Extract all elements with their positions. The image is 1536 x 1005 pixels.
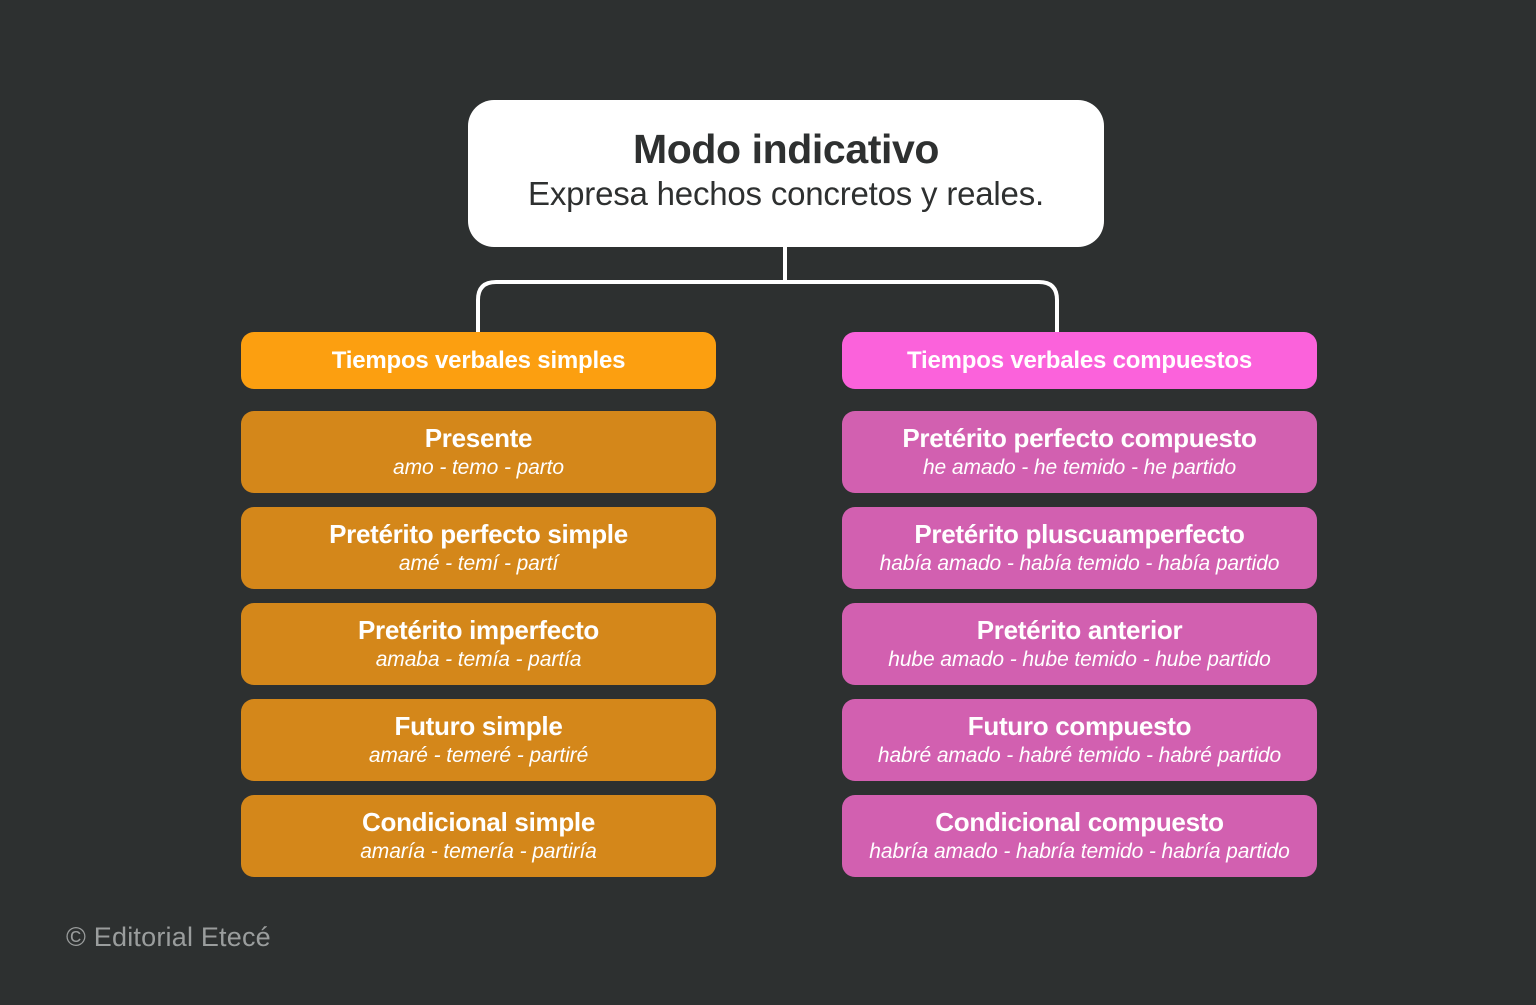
- branch-header-compuestos[interactable]: Tiempos verbales compuestos: [842, 332, 1317, 389]
- branch-header-compuestos-label: Tiempos verbales compuestos: [907, 346, 1252, 374]
- tense-card[interactable]: Pretérito perfecto simple amé - temí - p…: [241, 507, 716, 589]
- root-card-modo-indicativo: Modo indicativo Expresa hechos concretos…: [468, 100, 1104, 247]
- tense-name: Pretérito imperfecto: [357, 615, 600, 646]
- tense-examples: hube amado - hube temido - hube partido: [888, 647, 1271, 671]
- tense-examples: amé - temí - partí: [398, 551, 559, 575]
- tense-card[interactable]: Pretérito perfecto compuesto he amado - …: [842, 411, 1317, 493]
- tense-examples: amaba - temía - partía: [375, 647, 582, 671]
- tense-name: Pretérito anterior: [976, 615, 1183, 646]
- root-subtitle: Expresa hechos concretos y reales.: [528, 174, 1044, 212]
- connector-branch-bar: [476, 280, 1059, 333]
- tense-card[interactable]: Condicional compuesto habría amado - hab…: [842, 795, 1317, 877]
- tense-card[interactable]: Pretérito pluscuamperfecto había amado -…: [842, 507, 1317, 589]
- tense-examples: amo - temo - parto: [393, 455, 564, 479]
- editorial-credit: © Editorial Etecé: [66, 922, 271, 952]
- tense-examples: amaré - temeré - partiré: [368, 743, 589, 767]
- tense-name: Condicional simple: [362, 807, 595, 838]
- tense-examples: he amado - he temido - he partido: [922, 455, 1237, 479]
- tense-card[interactable]: Futuro compuesto habré amado - habré tem…: [842, 699, 1317, 781]
- branch-header-simples-label: Tiempos verbales simples: [331, 346, 626, 374]
- branch-column-compuestos: Tiempos verbales compuestos Pretérito pe…: [842, 332, 1317, 877]
- tense-examples: habré amado - habré temido - habré parti…: [877, 743, 1282, 767]
- tense-list-simples: Presente amo - temo - parto Pretérito pe…: [241, 411, 716, 877]
- tense-examples: amaría - temería - partiría: [360, 839, 597, 863]
- tense-name: Pretérito pluscuamperfecto: [914, 519, 1245, 550]
- tense-card[interactable]: Pretérito anterior hube amado - hube tem…: [842, 603, 1317, 685]
- root-title: Modo indicativo: [632, 126, 940, 173]
- tense-name: Futuro compuesto: [967, 711, 1192, 742]
- tense-card[interactable]: Pretérito imperfecto amaba - temía - par…: [241, 603, 716, 685]
- tense-card[interactable]: Futuro simple amaré - temeré - partiré: [241, 699, 716, 781]
- branch-column-simples: Tiempos verbales simples Presente amo - …: [241, 332, 716, 877]
- tense-card[interactable]: Presente amo - temo - parto: [241, 411, 716, 493]
- tense-card[interactable]: Condicional simple amaría - temería - pa…: [241, 795, 716, 877]
- tense-name: Condicional compuesto: [935, 807, 1224, 838]
- tense-name: Futuro simple: [394, 711, 563, 742]
- tense-name: Pretérito perfecto simple: [329, 519, 628, 550]
- tense-examples: habría amado - habría temido - habría pa…: [869, 839, 1290, 863]
- tense-name: Pretérito perfecto compuesto: [902, 423, 1257, 454]
- tense-name: Presente: [424, 423, 533, 454]
- tense-list-compuestos: Pretérito perfecto compuesto he amado - …: [842, 411, 1317, 877]
- branch-header-simples[interactable]: Tiempos verbales simples: [241, 332, 716, 389]
- tense-examples: había amado - había temido - había parti…: [879, 551, 1280, 575]
